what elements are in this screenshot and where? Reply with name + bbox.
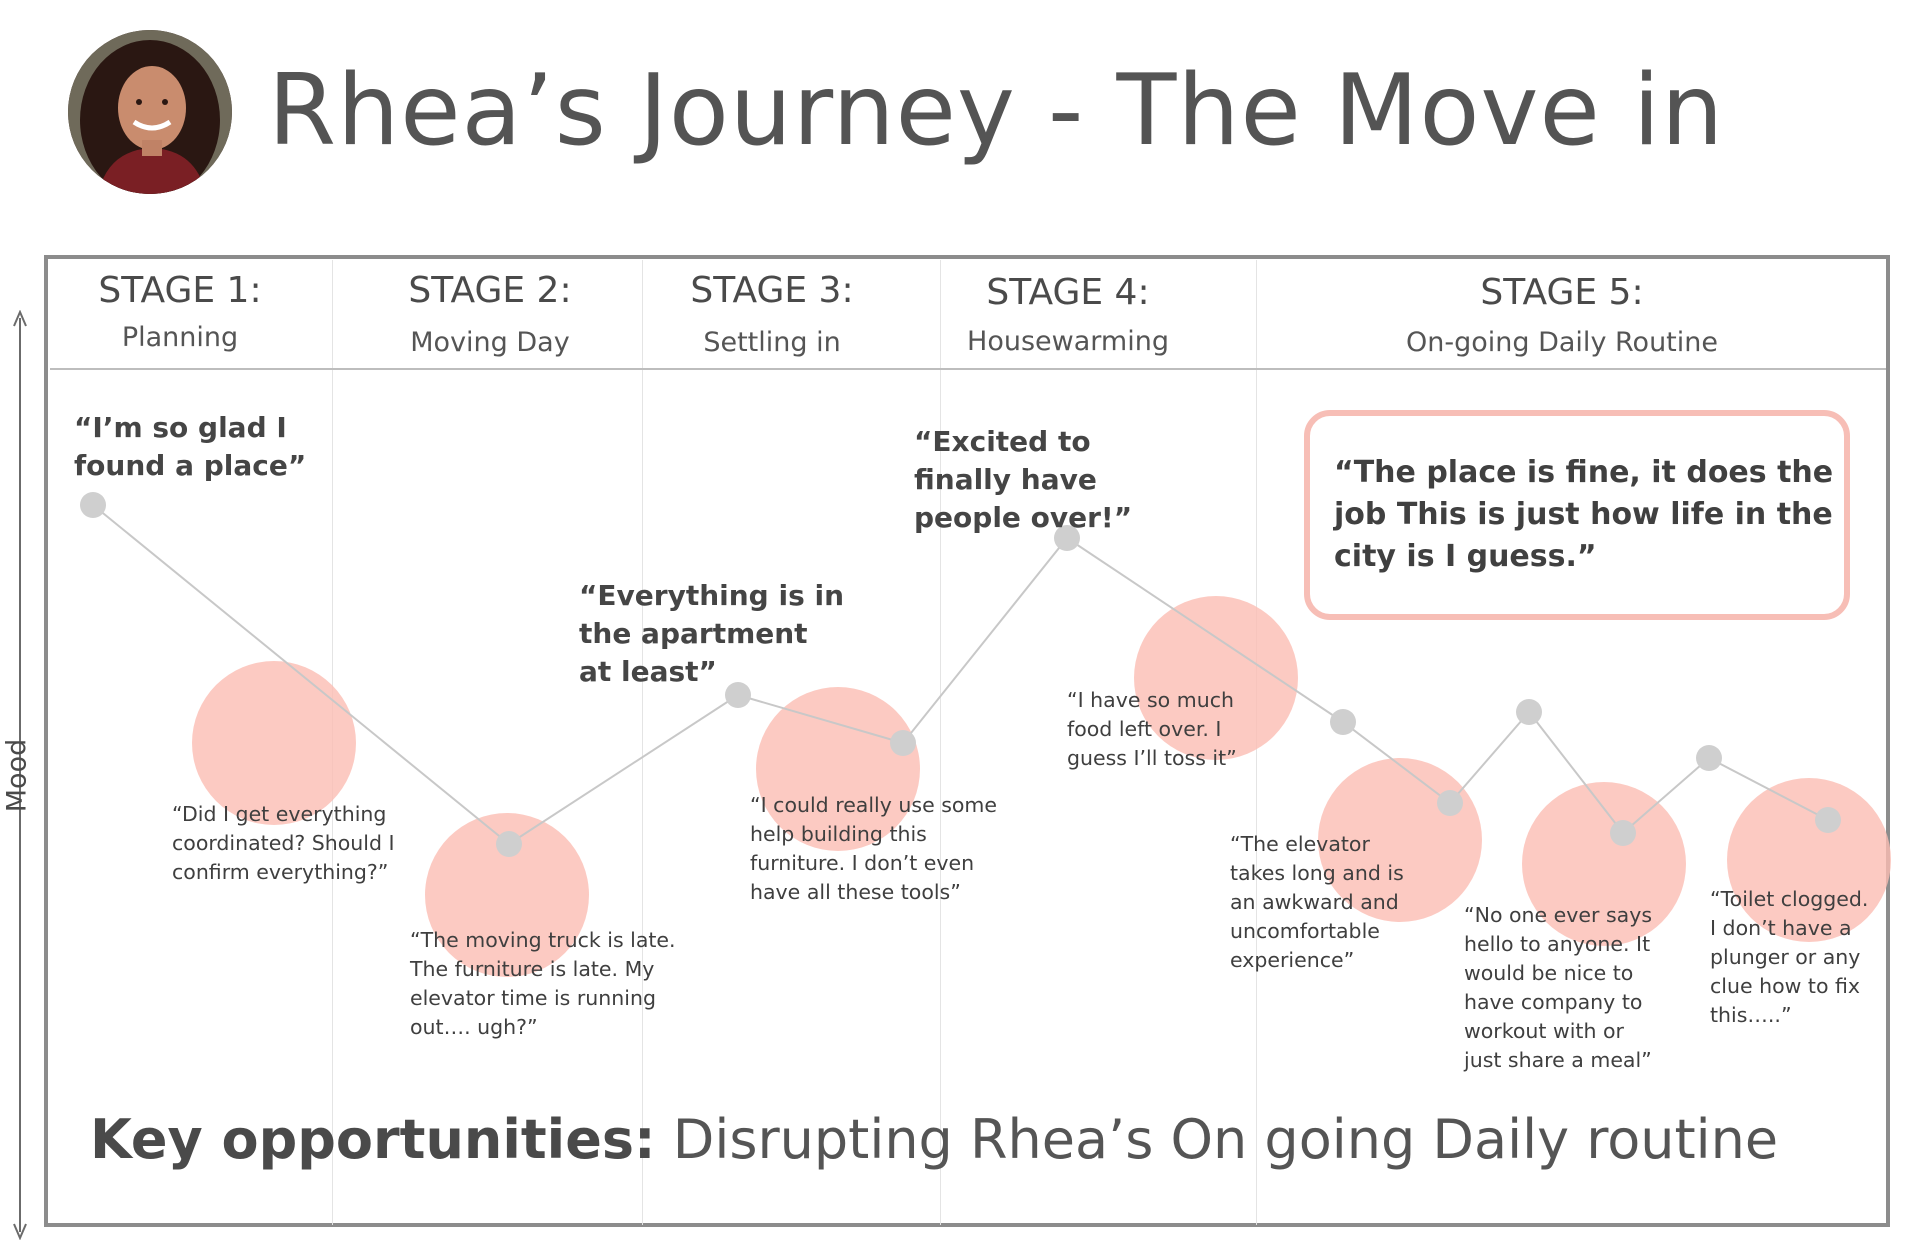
quote-housewarming-low: “I have so much food left over. I guess … [1067, 688, 1237, 770]
stage-4-name: Housewarming [967, 326, 1169, 357]
quote-elevator: “The elevator takes long and is an awkwa… [1230, 832, 1404, 972]
mood-point [890, 730, 916, 756]
mood-point [1696, 745, 1722, 771]
key-opportunities-label: Key opportunities: [90, 1108, 656, 1171]
mood-point [1815, 807, 1841, 833]
stage-5-name: On-going Daily Routine [1406, 327, 1718, 358]
pain-point-bubble [756, 687, 920, 851]
pain-point-bubble [192, 661, 356, 825]
stage-1-number: STAGE 1: [98, 270, 262, 311]
highlight-quote-text: “The place is fine, it does the job This… [1334, 455, 1834, 574]
quote-toilet: “Toilet clogged. I don’t have a plunger … [1710, 887, 1869, 1027]
quote-housewarming-high: “Excited to finally have people over!” [914, 425, 1133, 534]
pain-point-bubble [1727, 778, 1891, 942]
highlight-quote-box [1304, 410, 1850, 620]
stage-2-number: STAGE 2: [408, 270, 572, 311]
avatar-portrait [68, 30, 232, 194]
mood-point [1610, 820, 1636, 846]
key-opportunities-value: Disrupting Rhea’s On going Daily routine [672, 1108, 1779, 1171]
mood-point [1054, 525, 1080, 551]
quote-planning-low: “Did I get everything coordinated? Shoul… [172, 802, 395, 884]
mood-axis-arrow [13, 310, 27, 1240]
avatar [68, 30, 232, 194]
quote-neighbors: “No one ever says hello to anyone. It wo… [1464, 903, 1653, 1072]
mood-point [1330, 709, 1356, 735]
mood-point [496, 831, 522, 857]
stage-5-number: STAGE 5: [1480, 272, 1644, 313]
header-divider [50, 368, 1886, 370]
quote-moving-day: “The moving truck is late. The furniture… [410, 928, 676, 1039]
pain-point-bubble [1522, 782, 1686, 946]
stage-3-name: Settling in [703, 327, 841, 358]
stage-divider [642, 260, 643, 1225]
pain-point-bubble [425, 813, 589, 977]
pain-point-bubble [1134, 596, 1298, 760]
quote-settling-high: “Everything is in the apartment at least… [579, 579, 845, 688]
stage-3-number: STAGE 3: [690, 270, 854, 311]
stage-2-name: Moving Day [410, 327, 570, 358]
stage-divider [940, 260, 941, 1225]
mood-point [80, 492, 106, 518]
quote-planning-high: “I’m so glad I found a place” [74, 411, 307, 482]
mood-point [1516, 699, 1542, 725]
mood-point [725, 682, 751, 708]
page-title: Rhea’s Journey - The Move in [268, 54, 1725, 168]
key-opportunities: Key opportunities: Disrupting Rhea’s On … [90, 1108, 1778, 1171]
mood-point [1437, 790, 1463, 816]
journey-frame [44, 255, 1890, 1227]
quote-settling-low: “I could really use some help building t… [750, 793, 998, 904]
stage-4-number: STAGE 4: [986, 272, 1150, 313]
stage-1-name: Planning [121, 322, 239, 353]
